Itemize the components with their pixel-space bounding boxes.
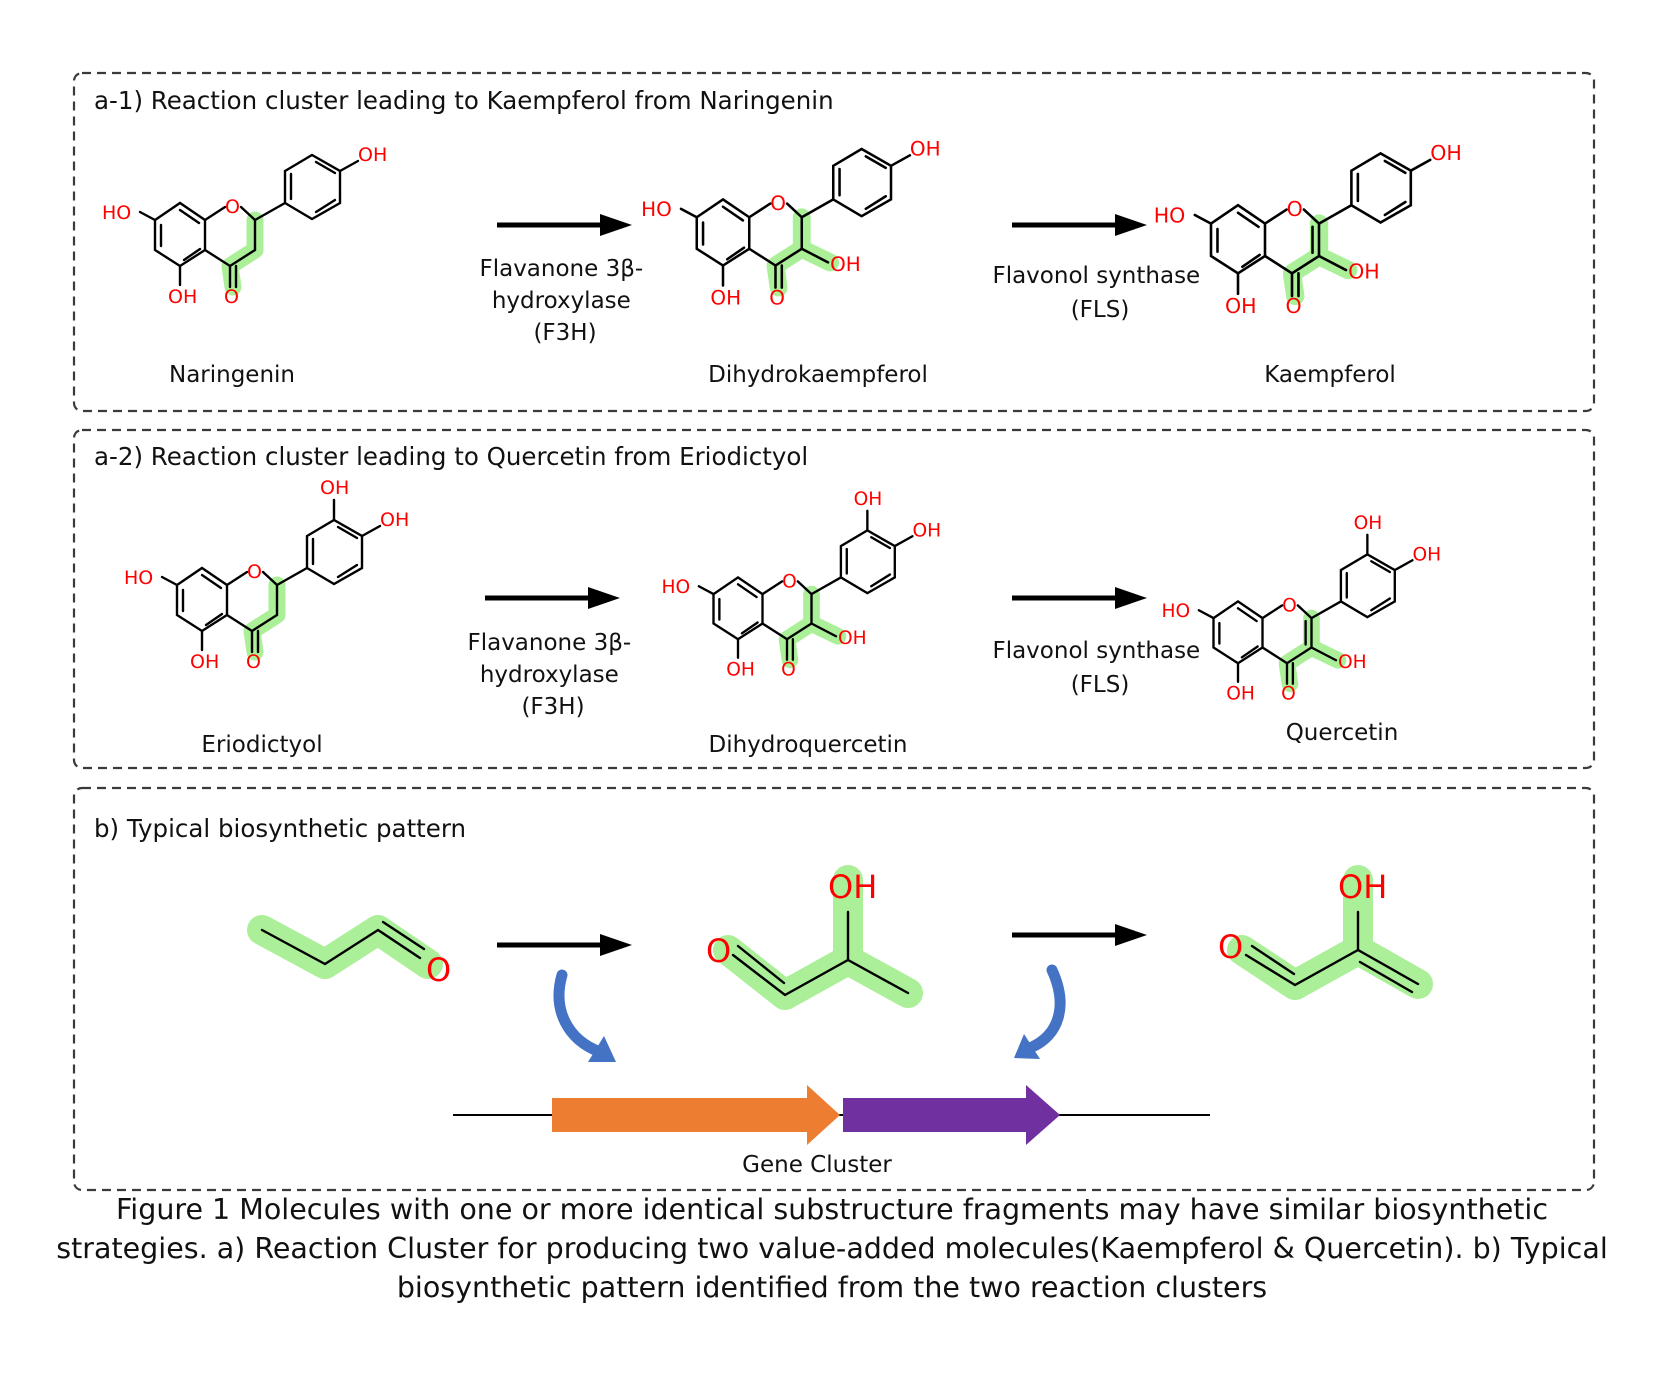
- panel-a1: [72, 71, 1596, 413]
- molecule-dihydrokaempferol: OH: [639, 135, 942, 311]
- svg-text:OH: OH: [320, 477, 349, 499]
- gene-cluster: [453, 1085, 1210, 1145]
- panel-a2: [72, 428, 1596, 770]
- curved-arrow-left-icon: [553, 969, 616, 1062]
- enzyme-fls-a2: Flavonol synthase (FLS): [992, 638, 1207, 698]
- reaction-arrow-a2-1: [485, 587, 620, 609]
- reaction-arrow-a1-1: [497, 214, 632, 236]
- svg-text:OH: OH: [1354, 513, 1383, 534]
- figure-caption: Figure 1 Molecules with one or more iden…: [56, 1193, 1608, 1304]
- fragment-aldehyde: O: [247, 915, 451, 989]
- reaction-arrow-b-1: [497, 934, 632, 956]
- svg-text:OH: OH: [854, 489, 883, 510]
- svg-text:O: O: [1218, 928, 1243, 966]
- svg-text:OH: OH: [828, 868, 877, 906]
- enzyme-f3h-a1: Flavanone 3β- hydroxylase (F3H): [479, 256, 650, 346]
- label-kaempferol: Kaempferol: [1264, 362, 1396, 388]
- gene-1-arrow: [552, 1085, 840, 1145]
- label-dihydrokaempferol: Dihydrokaempferol: [708, 362, 928, 388]
- label-eriodictyol: Eriodictyol: [201, 732, 322, 758]
- molecule-naringenin: [100, 142, 389, 310]
- svg-text:OH: OH: [830, 252, 861, 276]
- reaction-arrow-a1-2: [1012, 214, 1147, 236]
- label-naringenin: Naringenin: [169, 362, 295, 388]
- reaction-arrow-a2-2: [1012, 587, 1147, 609]
- curved-arrow-right-icon: [1014, 964, 1066, 1059]
- label-quercetin: Quercetin: [1286, 720, 1399, 746]
- fragment-enol-aldehyde: O OH: [1218, 865, 1433, 1000]
- svg-text:O: O: [426, 951, 451, 989]
- panel-b-title: b) Typical biosynthetic pattern: [94, 814, 466, 843]
- molecule-quercetin: OH OH: [1160, 513, 1443, 706]
- svg-text:OH: OH: [1338, 652, 1367, 673]
- molecule-eriodictyol: OH: [122, 477, 411, 675]
- gene-cluster-label: Gene Cluster: [742, 1152, 892, 1178]
- reaction-arrow-b-2: [1012, 924, 1147, 946]
- svg-text:OH: OH: [1348, 260, 1380, 284]
- panel-a1-title: a-1) Reaction cluster leading to Kaempfe…: [94, 86, 834, 115]
- molecule-dihydroquercetin: OH OH: [660, 489, 943, 682]
- gene-2-arrow: [843, 1085, 1060, 1145]
- svg-text:O: O: [706, 932, 731, 970]
- molecule-kaempferol: OH: [1152, 139, 1464, 320]
- fragment-hydroxy-aldehyde: O OH: [706, 865, 923, 1010]
- svg-text:OH: OH: [1338, 868, 1387, 906]
- enzyme-fls-a1: Flavonol synthase (FLS): [992, 263, 1207, 323]
- panel-b: [72, 786, 1596, 1192]
- enzyme-f3h-a2: Flavanone 3β- hydroxylase (F3H): [467, 630, 638, 720]
- label-dihydroquercetin: Dihydroquercetin: [709, 732, 908, 758]
- panel-a2-title: a-2) Reaction cluster leading to Quercet…: [94, 442, 808, 471]
- svg-text:OH: OH: [838, 628, 867, 649]
